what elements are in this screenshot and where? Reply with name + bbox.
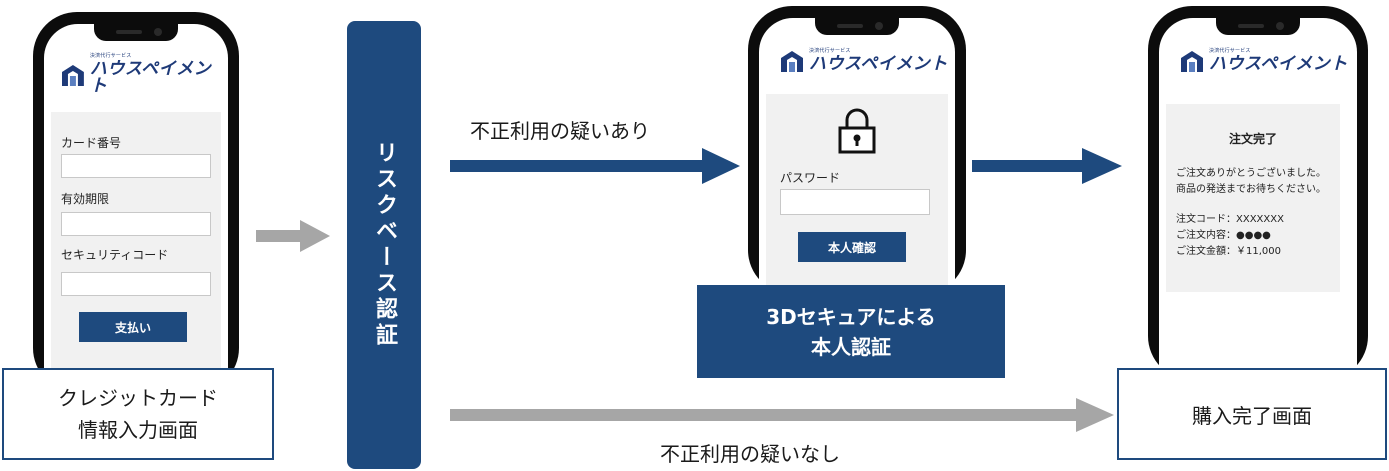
phone-screen: 決済代行サービス ハウスペイメント カード番号 有効期限 セキュリティコード 支… (44, 24, 228, 392)
brand-name: ハウスペイメント (809, 54, 948, 74)
thanks-line: ご注文ありがとうございました。 (1176, 168, 1326, 179)
risk-based-auth-bar: リスクベース認証 (347, 21, 421, 469)
identity-confirm-button[interactable]: 本人確認 (798, 232, 906, 262)
lock-icon (838, 108, 876, 154)
brand-logo: 決済代行サービス ハウスペイメント (779, 48, 948, 74)
phone-notch (94, 24, 178, 41)
caption-line: クレジットカード (58, 386, 218, 410)
phone-screen: 決済代行サービス ハウスペイメント パスワード 本人確認 (759, 18, 955, 294)
security-code-input[interactable] (61, 272, 211, 296)
password-label: パスワード (780, 171, 841, 185)
phone-order-complete: 決済代行サービス ハウスペイメント 注文完了 ご注文ありがとうございました。 商… (1148, 6, 1368, 380)
auth-panel: パスワード 本人確認 (766, 94, 948, 294)
gray-arrow-icon (450, 398, 1114, 432)
not-suspicious-label: 不正利用の疑いなし (660, 442, 840, 466)
3d-secure-caption: 3Dセキュアによる 本人認証 (697, 285, 1005, 378)
card-input-caption: クレジットカード 情報入力画面 (2, 368, 274, 460)
card-number-label: カード番号 (61, 136, 122, 150)
order-complete-title: 注文完了 (1228, 132, 1277, 146)
phone-screen: 決済代行サービス ハウスペイメント 注文完了 ご注文ありがとうございました。 商… (1159, 18, 1357, 380)
brand-name: ハウスペイメント (1209, 54, 1348, 74)
house-logo-icon (1181, 51, 1203, 72)
navy-arrow-icon (972, 148, 1122, 184)
brand-sub: 決済代行サービス (809, 48, 851, 54)
security-code-label: セキュリティコード (61, 248, 169, 262)
purchase-complete-caption: 購入完了画面 (1117, 368, 1387, 460)
expiry-label: 有効期限 (61, 192, 110, 206)
phone-notch (1216, 18, 1300, 35)
house-logo-icon (61, 64, 84, 86)
caption-line: 情報入力画面 (78, 418, 198, 442)
phone-notch (815, 18, 899, 35)
password-input[interactable] (780, 189, 930, 215)
caption-line: 3Dセキュアによる (766, 304, 936, 329)
phone-card-input: 決済代行サービス ハウスペイメント カード番号 有効期限 セキュリティコード 支… (33, 12, 239, 392)
caption-line: 本人認証 (811, 334, 891, 359)
brand-logo: 決済代行サービス ハウスペイメント (1179, 48, 1348, 74)
order-amount: ご注文金額：￥11,000 (1176, 246, 1281, 257)
brand-logo: 決済代行サービス ハウスペイメント (60, 54, 228, 95)
order-code: 注文コード：XXXXXXX (1176, 214, 1284, 225)
expiry-input[interactable] (61, 212, 211, 236)
card-number-input[interactable] (61, 154, 211, 178)
thanks-line: 商品の発送までお待ちください。 (1176, 184, 1326, 195)
brand-sub: 決済代行サービス (1209, 48, 1251, 54)
gray-arrow-icon (256, 220, 330, 252)
order-complete-panel: 注文完了 ご注文ありがとうございました。 商品の発送までお待ちください。 注文コ… (1166, 104, 1340, 292)
pay-button[interactable]: 支払い (79, 312, 187, 342)
phone-3d-secure: 決済代行サービス ハウスペイメント パスワード 本人確認 (748, 6, 966, 294)
house-logo-icon (781, 51, 803, 72)
navy-arrow-icon (450, 148, 740, 184)
suspicious-label: 不正利用の疑いあり (470, 119, 650, 143)
card-form-panel: カード番号 有効期限 セキュリティコード 支払い (51, 112, 221, 384)
brand-name: ハウスペイメント (89, 59, 212, 96)
brand-sub: 決済代行サービス (89, 53, 132, 59)
order-content: ご注文内容：●●●● (1176, 230, 1271, 241)
